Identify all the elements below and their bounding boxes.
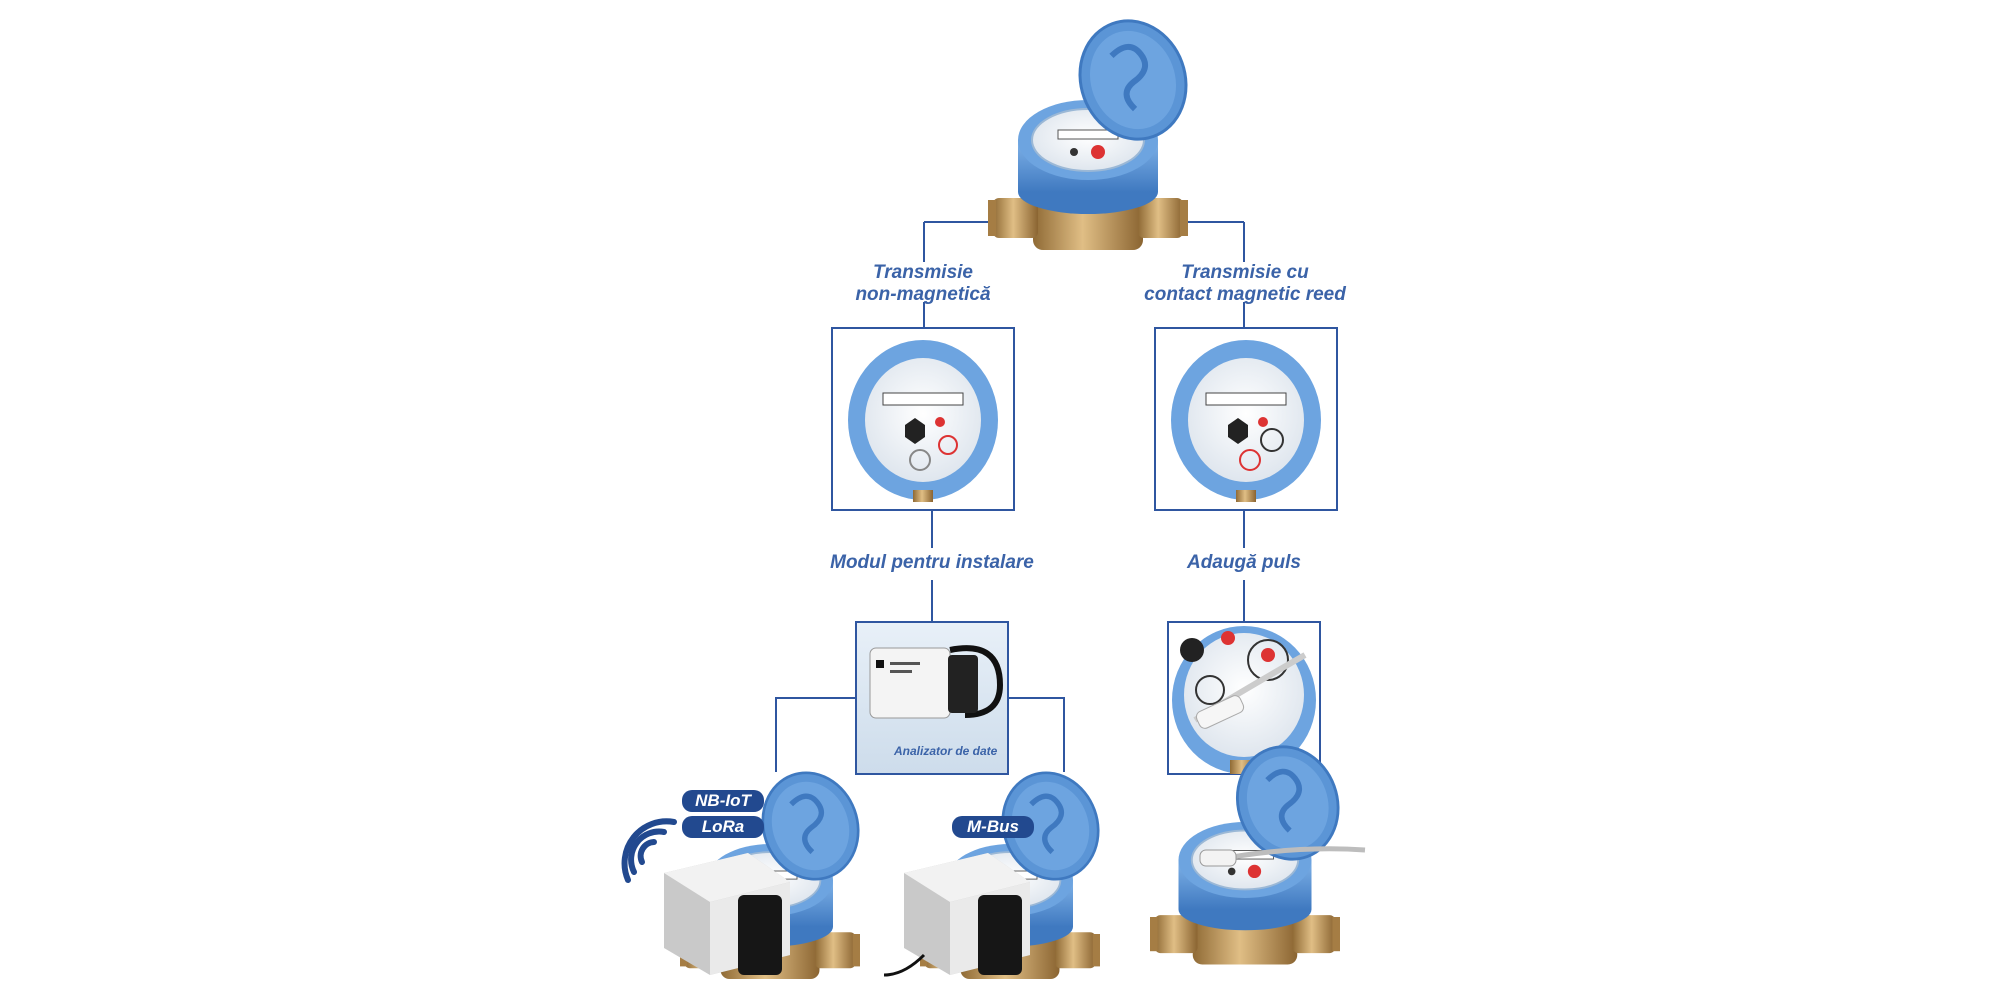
- badge-mbus: M-Bus: [952, 816, 1034, 838]
- connector-module-left: [775, 697, 856, 772]
- right-branch-title-line1: Transmisie cu: [1181, 262, 1309, 283]
- non-magnetic-dial-panel: [831, 327, 1015, 511]
- left-branch-title-line2: non-magnetică: [855, 284, 991, 305]
- right-branch-title-line2: contact magnetic reed: [1144, 284, 1346, 305]
- data-analyzer-icon: [855, 621, 1009, 775]
- pulse-cable: [1199, 846, 1366, 867]
- right-step-label: Adaugă puls: [1186, 552, 1301, 573]
- module-caption: Analizator de date: [894, 744, 998, 758]
- right-branch-title: Transmisie cu contact magnetic reed: [1115, 262, 1375, 306]
- left-branch-title: Transmisie non-magnetică: [818, 262, 1028, 306]
- radio-module-nbiot: [664, 853, 790, 975]
- badge-lora: LoRa: [682, 816, 764, 838]
- reed-contact-dial-panel: [1154, 327, 1338, 511]
- left-step-label: Modul pentru instalare: [830, 552, 1034, 573]
- water-meter-icon: [988, 6, 1202, 250]
- badge-nbiot: NB-IoT: [682, 790, 764, 812]
- mbus-module: [883, 853, 1030, 977]
- wireless-signal-icon: [621, 818, 677, 883]
- connector-module-right: [1008, 697, 1065, 772]
- left-branch-title-line1: Transmisie: [873, 262, 973, 283]
- pulse-sensor-icon: [1167, 621, 1321, 775]
